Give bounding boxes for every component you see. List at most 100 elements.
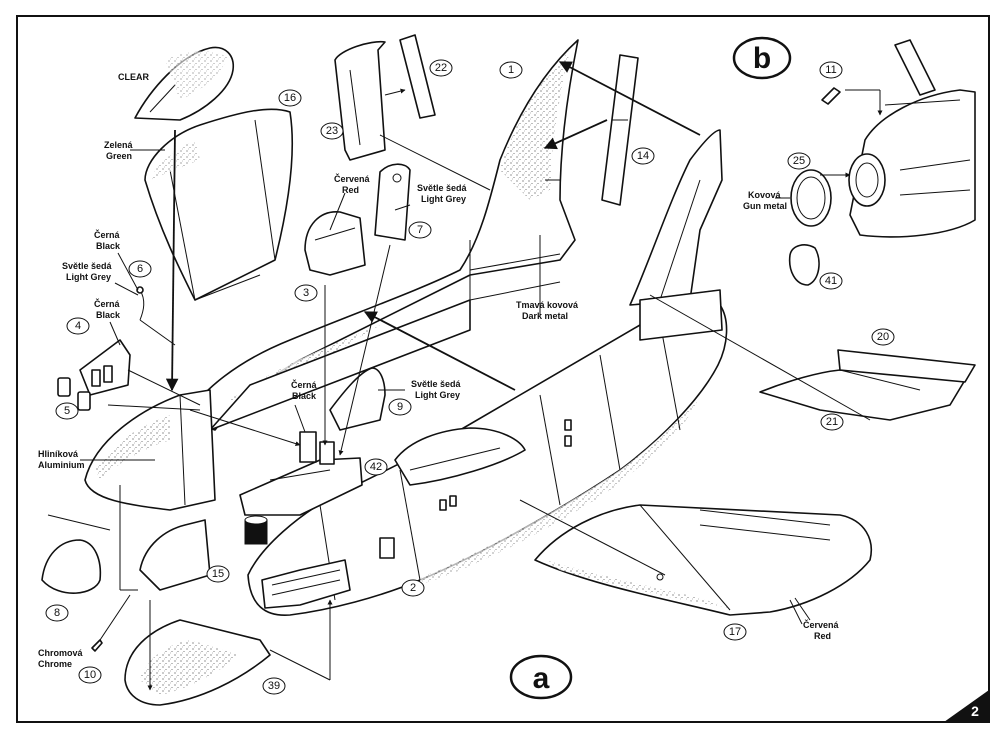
- callout-7: 7: [408, 221, 432, 239]
- page-frame: [16, 15, 990, 723]
- label-chrome-cz: Chromová: [38, 648, 84, 658]
- svg-text:22: 22: [435, 62, 447, 74]
- svg-text:9: 9: [397, 401, 403, 413]
- svg-text:39: 39: [268, 680, 280, 692]
- assembly-arrows: [47, 61, 883, 691]
- callout-6: 6: [128, 260, 152, 278]
- color-labels: Zelená Green Černá Black Světle šedá Lig…: [38, 140, 840, 669]
- page-number: 2: [971, 703, 979, 719]
- svg-text:3: 3: [303, 287, 309, 299]
- view-b-badge: b: [732, 36, 792, 80]
- label-chrome-en: Chrome: [38, 659, 72, 669]
- page-corner: 2: [944, 690, 989, 722]
- label-black3-en: Black: [292, 391, 317, 401]
- fuselage: [247, 302, 728, 616]
- label-black1-cz: Černá: [94, 229, 121, 240]
- label-gunmetal-cz: Kovová: [748, 190, 782, 200]
- svg-text:23: 23: [326, 125, 338, 137]
- svg-text:25: 25: [793, 155, 805, 167]
- callout-4: 4: [66, 317, 90, 335]
- svg-text:16: 16: [284, 92, 296, 104]
- label-lightgrey2-cz: Světle šedá: [417, 183, 468, 193]
- view-b-label: b: [753, 42, 771, 75]
- label-aluminium-en: Aluminium: [38, 460, 85, 470]
- label-black2-cz: Černá: [94, 298, 121, 309]
- part-5-pads: [57, 377, 91, 411]
- svg-text:42: 42: [370, 461, 382, 473]
- callout-42: 42: [364, 458, 388, 476]
- part-11-clip: [821, 87, 841, 105]
- svg-text:7: 7: [417, 224, 423, 236]
- callout-39: 39: [262, 677, 286, 695]
- label-darkmetal-cz: Tmavá kovová: [516, 300, 579, 310]
- callout-16: 16: [278, 89, 302, 107]
- label-lightgrey3-en: Light Grey: [415, 390, 460, 400]
- label-clear: CLEAR: [118, 72, 149, 82]
- svg-text:4: 4: [75, 320, 81, 332]
- part-17-wing: [534, 504, 872, 616]
- label-green-en: Green: [106, 151, 132, 161]
- callout-25: 25: [787, 152, 811, 170]
- part-callouts: 1 2 3 4 5 6 7 8 9 10 11 14 15 16 17 20 2…: [45, 59, 895, 695]
- label-darkmetal-en: Dark metal: [522, 311, 568, 321]
- part-10-pitot: [91, 639, 103, 652]
- label-lightgrey3-cz: Světle šedá: [411, 379, 462, 389]
- callout-14: 14: [631, 147, 655, 165]
- part-7-seat-back: [374, 163, 411, 241]
- part-14-rudder: [601, 54, 639, 206]
- callout-10: 10: [78, 666, 102, 684]
- label-lightgrey1-cz: Světle šedá: [62, 261, 113, 271]
- canopy-clear: CLEAR: [118, 46, 235, 121]
- svg-text:11: 11: [825, 64, 836, 76]
- label-red2-en: Red: [814, 631, 831, 641]
- callout-9: 9: [388, 398, 412, 416]
- svg-text:5: 5: [64, 405, 70, 417]
- svg-text:41: 41: [825, 275, 837, 287]
- callout-23: 23: [320, 122, 344, 140]
- part-9-shroud: [329, 367, 386, 431]
- svg-text:8: 8: [54, 607, 60, 619]
- callout-1: 1: [499, 61, 523, 79]
- callout-2: 2: [401, 579, 425, 597]
- part-3-seat: [304, 211, 366, 276]
- svg-text:21: 21: [826, 416, 838, 428]
- callout-11: 11: [819, 61, 843, 79]
- svg-text:2: 2: [410, 582, 416, 594]
- label-lightgrey1-en: Light Grey: [66, 272, 111, 282]
- part-6-lever: [136, 286, 145, 321]
- part-42-cylinder: [244, 515, 268, 545]
- label-black1-en: Black: [96, 241, 121, 251]
- label-green-cz: Zelená: [104, 140, 134, 150]
- part-15-panel: [139, 519, 211, 591]
- label-lightgrey2-en: Light Grey: [421, 194, 466, 204]
- svg-text:15: 15: [212, 568, 224, 580]
- part-16-canopy-half: [144, 108, 294, 301]
- svg-text:17: 17: [729, 626, 741, 638]
- part-20-21-stabilizer: [759, 349, 976, 421]
- label-black2-en: Black: [96, 310, 121, 320]
- callout-8: 8: [45, 604, 69, 622]
- part-8-nose-cone: [41, 539, 102, 594]
- svg-text:10: 10: [84, 669, 96, 681]
- svg-text:1: 1: [508, 64, 514, 76]
- label-gunmetal-en: Gun metal: [743, 201, 787, 211]
- svg-text:14: 14: [637, 150, 649, 162]
- callout-41: 41: [819, 272, 843, 290]
- part-4-bracket: [79, 339, 131, 396]
- label-aluminium-cz: Hliníková: [38, 449, 79, 459]
- callout-20: 20: [871, 328, 895, 346]
- part-22: [399, 34, 436, 119]
- callout-15: 15: [206, 565, 230, 583]
- part-25-ring: [790, 169, 832, 227]
- rear-fuselage-detail: [848, 39, 976, 238]
- callout-17: 17: [723, 623, 747, 641]
- cockpit-tub: [239, 431, 363, 516]
- label-red1-en: Red: [342, 185, 359, 195]
- view-a-badge: a: [509, 654, 573, 700]
- callout-22: 22: [429, 59, 453, 77]
- label-leaders: [80, 149, 803, 625]
- part-39-lower-nose: [124, 619, 271, 706]
- tail-fin-right: [629, 129, 723, 341]
- callout-21: 21: [820, 413, 844, 431]
